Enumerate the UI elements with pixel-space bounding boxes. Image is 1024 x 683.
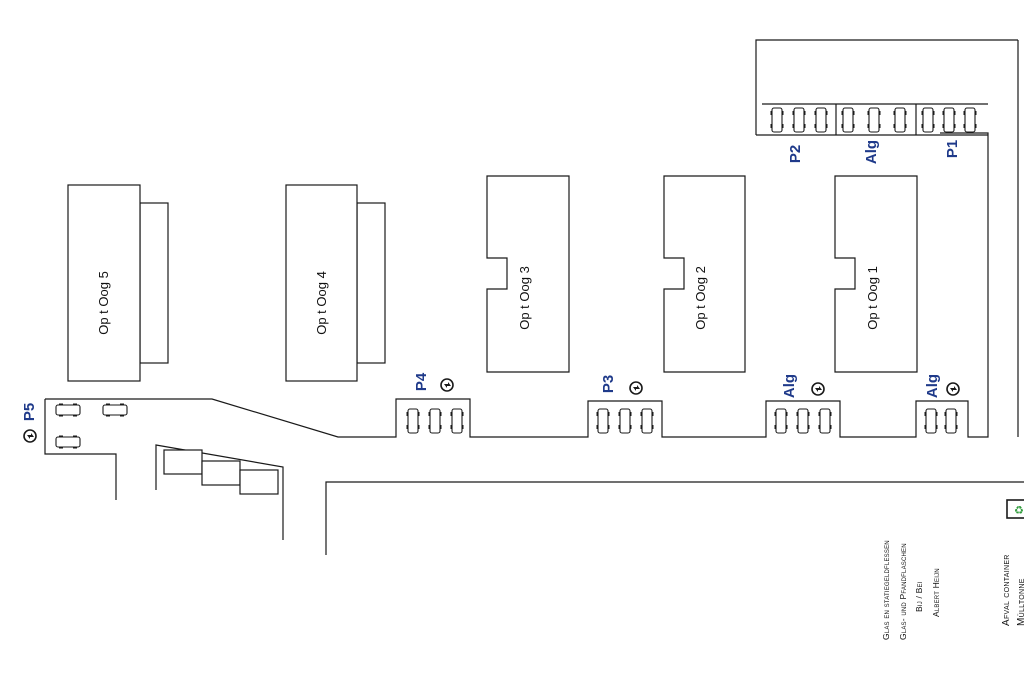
car-icon [640,408,654,434]
car-icon [796,408,810,434]
car-icon [867,107,881,133]
road-edge-lower [325,481,1024,555]
building-oog5: Op t Oog 5 [67,184,169,382]
car-icon [428,408,442,434]
car-icon [924,408,938,434]
car-icon [596,408,610,434]
parking-label-alg-ev2: Alg [924,374,941,398]
parking-label-p1: P1 [944,140,961,158]
container-box [163,449,203,475]
legend-line-1: Glas en statiegeldflessen [881,540,891,640]
parking-label-p4: P4 [413,372,430,391]
building-oog3: Op t Oog 3 [486,175,570,373]
ev-charging-icon [440,378,454,392]
car-icon [55,435,81,449]
legend-line-4: Albert Heijn [931,568,941,617]
car-icon [818,408,832,434]
building-oog2: Op t Oog 2 [663,175,746,373]
legend-line-2: Glas- und Pfandflaschen [898,543,908,640]
building-oog1: Op t Oog 1 [834,175,918,373]
car-icon [55,403,81,417]
container-area-outline [155,444,284,540]
parking-label-p5: P5 [21,403,38,421]
car-icon [406,408,420,434]
car-icon [102,403,128,417]
building-label-oog4: Op t Oog 4 [314,271,329,335]
ev-icons [23,378,960,443]
road-edge-upper [45,132,989,438]
car-icon [770,107,784,133]
svg-text:♻: ♻ [1014,504,1024,517]
car-icon [618,408,632,434]
building-oog4: Op t Oog 4 [285,184,386,382]
container-boxes [163,449,279,495]
car-icon [893,107,907,133]
road-edge-p5 [44,399,117,500]
parking-label-alg-top: Alg [863,140,880,164]
container-box [239,469,279,495]
car-icon [942,107,956,133]
legend-line-3: Bij / Bei [914,581,924,612]
car-icon [450,408,464,434]
building-label-oog3: Op t Oog 3 [517,266,532,330]
legend-container-1: Afval container [1001,554,1012,626]
top-parking-outline [755,39,1018,135]
ev-charging-icon [946,382,960,396]
building-label-oog2: Op t Oog 2 [693,266,708,330]
legend-container-2: Mülltonne [1016,578,1024,626]
car-icon [921,107,935,133]
parking-labels: P2 Alg P1 P4 P3 Alg Alg P5 [21,140,961,421]
parking-label-alg-ev1: Alg [781,374,798,398]
recycle-icon: ♻ [1006,499,1024,519]
car-icon [792,107,806,133]
parking-label-p3: P3 [600,375,617,393]
road-lines [44,39,1024,555]
legend: Glas en statiegeldflessen Glas- und Pfan… [881,540,1024,640]
parked-cars [55,107,977,449]
ev-charging-icon [811,382,825,396]
building-label-oog1: Op t Oog 1 [865,266,880,330]
ev-charging-icon [23,429,37,443]
car-icon [774,408,788,434]
car-icon [963,107,977,133]
car-icon [841,107,855,133]
car-icon [814,107,828,133]
car-icon [944,408,958,434]
container-box [201,460,241,486]
parking-label-p2: P2 [787,145,804,163]
building-label-oog5: Op t Oog 5 [96,271,111,335]
ev-charging-icon [629,381,643,395]
